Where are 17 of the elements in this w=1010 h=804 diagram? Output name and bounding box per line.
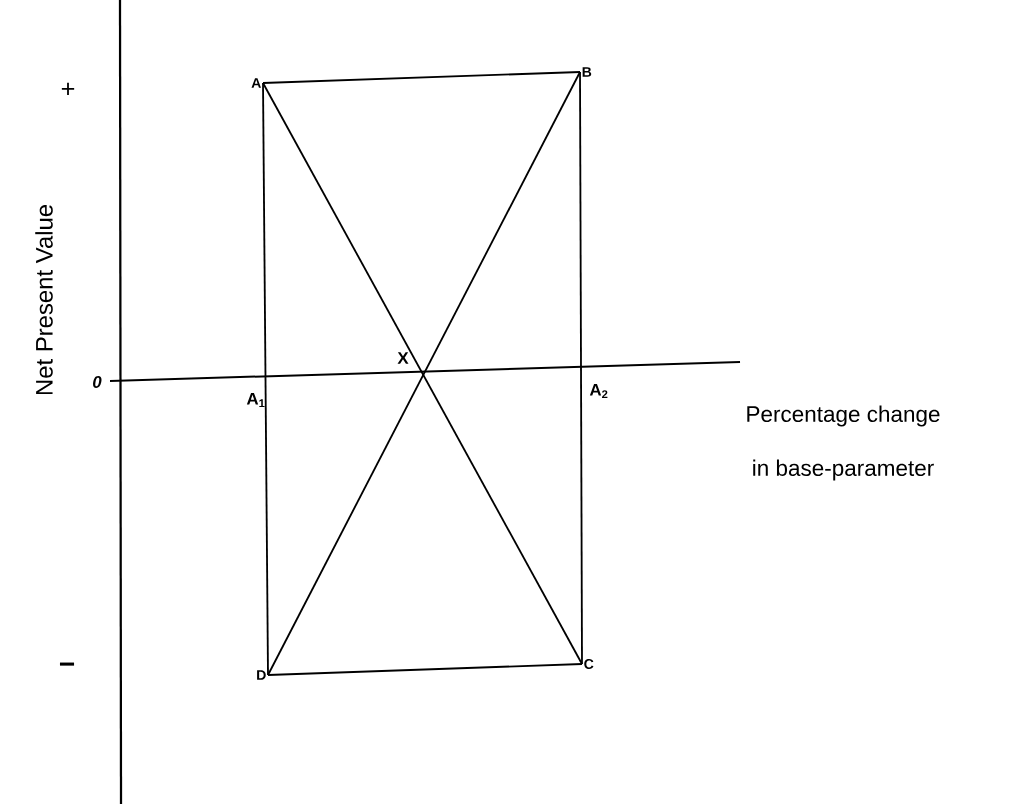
axis-title: Net Present Value [35, 204, 53, 395]
corner-label: D [257, 670, 266, 680]
axis-title: Percentage change [747, 405, 940, 427]
axis-title: in base-parameter [753, 459, 934, 481]
point-label: A$_{2}$ [589, 383, 608, 399]
point-label: A$_{1}$ [246, 392, 265, 408]
line [579, 71, 583, 665]
minus-sign: − [59, 662, 75, 666]
origin-label: 0 [93, 376, 102, 388]
plus-sign: + [61, 82, 75, 96]
line [262, 82, 269, 676]
corner-label: A [251, 78, 261, 88]
line [262, 71, 581, 84]
corner-label: C [584, 659, 594, 669]
corner-label: B [582, 67, 592, 77]
line [267, 663, 583, 676]
point-label: X [397, 352, 409, 364]
